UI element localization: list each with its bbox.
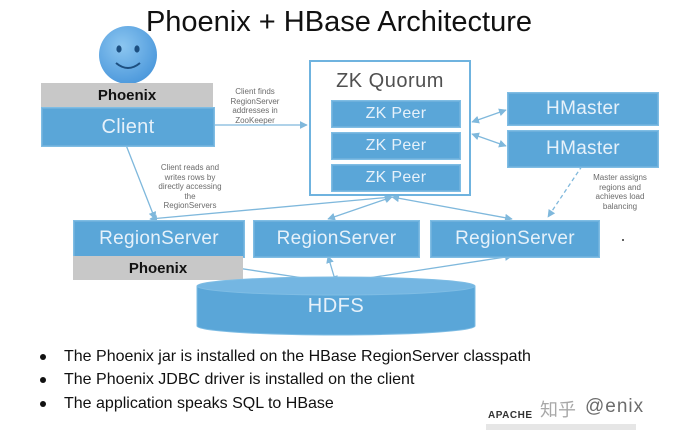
client-phoenix-label: Phoenix	[41, 83, 213, 107]
hdfs-cylinder	[196, 276, 476, 336]
note-client-reads: Client reads and writes rows by directly…	[158, 163, 222, 210]
phoenix-logo: @enix	[585, 396, 645, 417]
bullet-item: The Phoenix JDBC driver is installed on …	[40, 369, 531, 393]
arrow-zk-to-rs3	[391, 194, 513, 222]
bullet-item: The Phoenix jar is installed on the HBas…	[40, 345, 531, 369]
client-box: Client	[41, 107, 215, 147]
smiley-face-icon	[99, 26, 157, 84]
regionserver-box: RegionServer	[73, 220, 245, 258]
hmaster-box: HMaster	[507, 92, 659, 126]
arrow-hmaster-zk-top	[471, 108, 507, 124]
zk-peer: ZK Peer	[331, 100, 461, 128]
diagram-title: Phoenix + HBase Architecture	[145, 6, 533, 38]
hmaster-box: HMaster	[507, 130, 659, 168]
note-master-assigns: Master assigns regions and achieves load…	[593, 173, 647, 211]
regionserver-box: RegionServer	[430, 220, 600, 258]
footer-strip	[486, 424, 636, 430]
note-client-finds: Client finds RegionServer addresses in Z…	[230, 87, 280, 125]
arrow-zk-to-rs2	[327, 195, 393, 221]
apache-label: APACHE	[488, 410, 533, 421]
regionserver-phoenix-label: Phoenix	[73, 256, 243, 280]
arrow-hmaster-to-rs3	[547, 165, 583, 218]
regionserver-box: RegionServer	[253, 220, 420, 258]
arrow-hmaster-zk-bottom	[471, 132, 507, 148]
zk-quorum-label: ZK Quorum	[336, 70, 444, 92]
bullet-list: The Phoenix jar is installed on the HBas…	[40, 345, 531, 416]
hdfs-label: HDFS	[307, 295, 365, 317]
zk-peer: ZK Peer	[331, 132, 461, 160]
bullet-item: The application speaks SQL to HBase	[40, 392, 531, 416]
stray-mark	[622, 239, 624, 241]
zk-peer: ZK Peer	[331, 164, 461, 192]
zhihu-watermark: 知乎	[540, 400, 576, 420]
